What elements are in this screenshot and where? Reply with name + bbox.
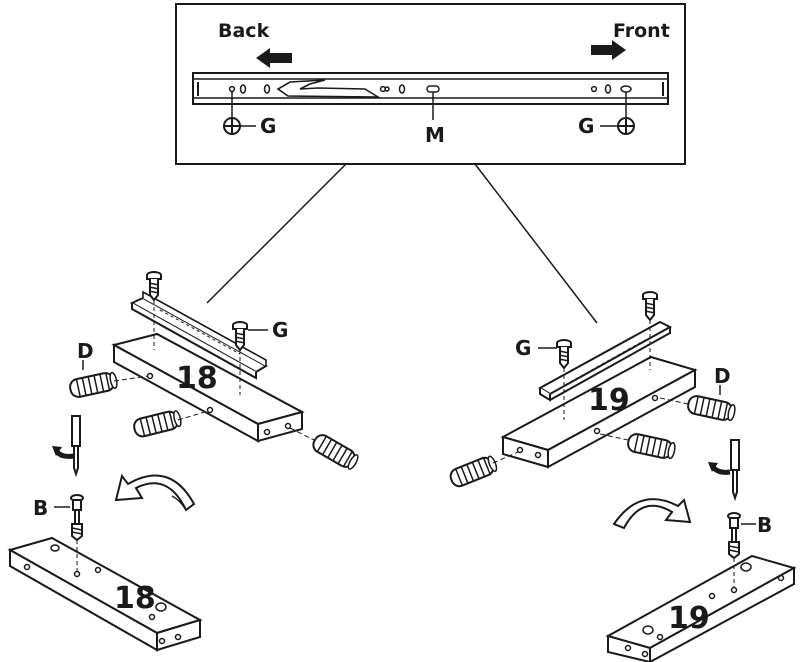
bolt-b-label-right: B bbox=[757, 513, 772, 537]
dowel-icon bbox=[625, 431, 678, 462]
left-panel-assembly: 18 G D bbox=[52, 271, 362, 475]
panel-number-18: 18 bbox=[176, 361, 218, 396]
leader-line-right bbox=[474, 163, 598, 324]
flip-arrow-icon bbox=[114, 473, 196, 512]
dowel-icon bbox=[131, 408, 184, 440]
cam-bolt-icon bbox=[727, 512, 741, 559]
screw-position-left bbox=[223, 91, 256, 135]
left-bottom-panel: 18 B bbox=[7, 494, 203, 652]
dowel-icon bbox=[309, 431, 362, 473]
panel-19-board bbox=[500, 355, 698, 469]
rail-detail-inset: Back Front bbox=[175, 3, 686, 165]
drawer-rail-right bbox=[537, 320, 673, 402]
dowel-d-label-right: D bbox=[714, 364, 731, 388]
arrow-right-icon bbox=[591, 40, 626, 60]
screwdriver-icon bbox=[730, 439, 740, 499]
arrow-left-icon bbox=[256, 48, 292, 68]
dowel-icon bbox=[447, 453, 500, 490]
screwdriver-icon bbox=[71, 415, 81, 475]
screw-position-right bbox=[600, 92, 635, 135]
flip-arrow-icon bbox=[612, 498, 692, 530]
dowel-icon bbox=[685, 393, 738, 424]
screw-g-label-left: G bbox=[260, 114, 276, 138]
panel-number-18-bottom: 18 bbox=[114, 581, 156, 616]
drawer-rail bbox=[192, 72, 669, 105]
rail-screw-g-label-left: G bbox=[272, 318, 288, 342]
drawer-rail-left bbox=[129, 290, 269, 380]
hole-m-label: M bbox=[425, 123, 445, 147]
dowel-d-label-left: D bbox=[77, 339, 94, 363]
screw-icon bbox=[642, 291, 658, 321]
cam-bolt-icon bbox=[70, 494, 84, 541]
right-panel-assembly: 19 G D bbox=[447, 291, 740, 499]
dowel-icon bbox=[67, 369, 120, 400]
front-label: Front bbox=[613, 20, 670, 42]
screw-icon bbox=[556, 339, 572, 369]
right-bottom-panel: 19 B bbox=[605, 512, 797, 662]
bolt-b-label-left: B bbox=[33, 496, 48, 520]
back-label: Back bbox=[218, 20, 270, 42]
panel-number-19-bottom: 19 bbox=[668, 601, 710, 636]
screw-g-label-right: G bbox=[578, 114, 594, 138]
leader-line-left bbox=[206, 163, 347, 304]
rail-screw-g-label-right: G bbox=[515, 336, 531, 360]
panel-number-19: 19 bbox=[588, 383, 630, 418]
panel-18-board bbox=[111, 332, 305, 443]
